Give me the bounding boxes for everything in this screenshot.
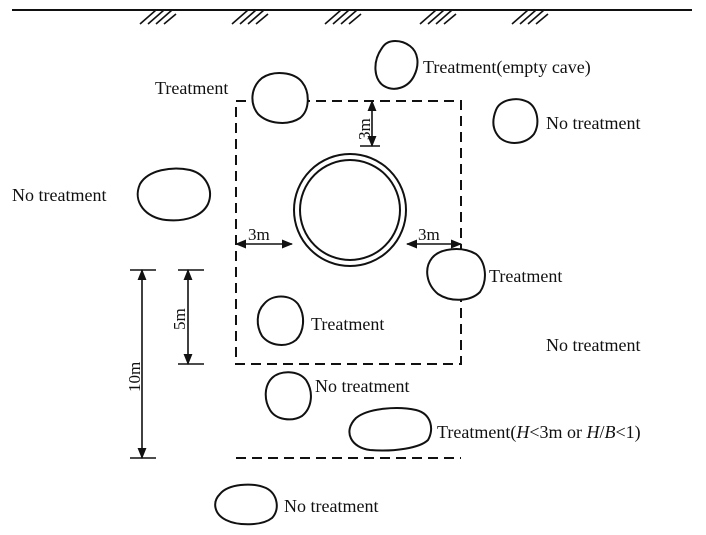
label-no-treatment-left: No treatment (12, 185, 106, 205)
label-condition-b: B (605, 422, 616, 442)
label-condition-mid: <3m or (529, 422, 586, 442)
label-treatment-condition: Treatment(H<3m or H/B<1) (437, 422, 641, 443)
cave-inner-treatment (256, 295, 304, 346)
cave-bottom-no-treatment (214, 483, 278, 526)
cave-empty-top (374, 40, 419, 90)
label-condition-prefix: Treatment( (437, 422, 516, 443)
cave-right-treatment (426, 248, 486, 301)
tunnel-outer-ring (293, 153, 407, 267)
dim-label-5m: 5m (170, 308, 189, 330)
label-condition-slash: / (599, 422, 604, 442)
cave-condition-treatment (348, 407, 433, 452)
label-no-treatment-below: No treatment (315, 376, 409, 396)
label-treatment-empty-cave: Treatment(empty cave) (423, 57, 591, 78)
dim-label-right-3m: 3m (418, 225, 440, 244)
ground-hatch-5 (511, 9, 549, 25)
ground-hatch-2 (231, 9, 269, 25)
label-no-treatment-bottom: No treatment (284, 496, 378, 516)
label-no-treatment-right-top: No treatment (546, 113, 640, 133)
ground-hatch-3 (324, 9, 362, 25)
ground-hatch-1 (139, 9, 177, 25)
label-no-treatment-right-mid: No treatment (546, 335, 640, 355)
label-condition-suffix: <1) (616, 422, 641, 443)
label-treatment-inner: Treatment (311, 314, 384, 334)
ground-hatch-4 (419, 9, 457, 25)
cave-below-no-treatment (264, 371, 312, 421)
label-condition-h2: H (585, 422, 600, 442)
dim-label-left-3m: 3m (248, 225, 270, 244)
tunnel-inner-ring (299, 159, 401, 261)
cave-right-top-no-treatment (492, 98, 539, 144)
ground-surface (12, 9, 692, 25)
label-treatment-right: Treatment (489, 266, 562, 286)
label-condition-h1: H (515, 422, 530, 442)
dim-label-top-3m: 3m (355, 118, 374, 140)
cave-left-no-treatment (136, 167, 211, 222)
cave-top-left-treatment (251, 72, 309, 124)
label-treatment-top-left: Treatment (155, 78, 228, 98)
dim-label-10m: 10m (125, 362, 144, 392)
treatment-zone-boundary (235, 100, 462, 365)
